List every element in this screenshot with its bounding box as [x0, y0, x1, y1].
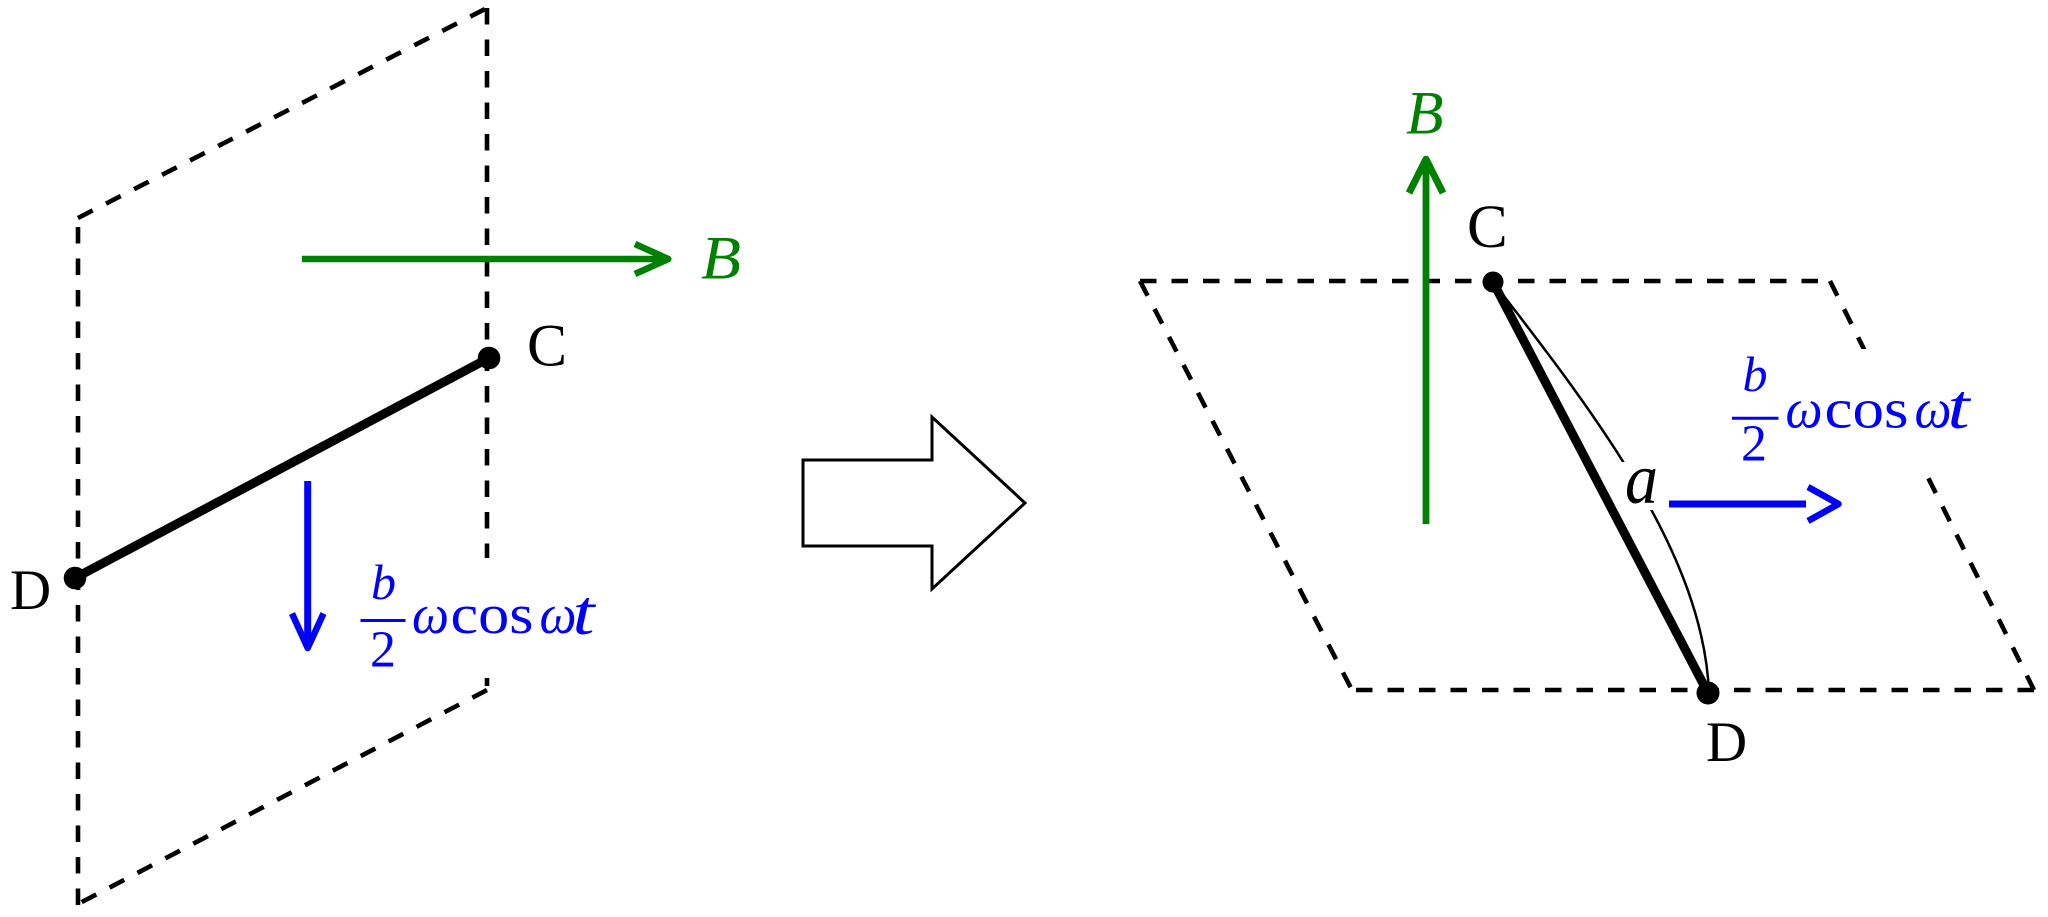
svg-text:b: b — [371, 554, 396, 610]
svg-text:B: B — [1406, 81, 1444, 148]
svg-text:t: t — [1948, 371, 1973, 442]
svg-text:2: 2 — [370, 622, 396, 679]
svg-text:ω: ω — [412, 584, 449, 646]
svg-text:cos: cos — [1825, 379, 1909, 441]
svg-text:C: C — [1467, 194, 1508, 261]
svg-text:C: C — [527, 313, 567, 379]
svg-text:ω: ω — [540, 584, 577, 646]
svg-text:a: a — [1625, 439, 1658, 519]
svg-text:D: D — [1706, 711, 1747, 774]
svg-text:B: B — [701, 226, 741, 293]
svg-text:t: t — [573, 577, 598, 648]
svg-text:cos: cos — [451, 584, 534, 646]
svg-text:ω: ω — [1915, 379, 1952, 441]
svg-text:D: D — [10, 559, 51, 622]
svg-text:ω: ω — [1786, 379, 1823, 441]
svg-text:2: 2 — [1741, 416, 1767, 473]
svg-text:b: b — [1743, 346, 1768, 402]
